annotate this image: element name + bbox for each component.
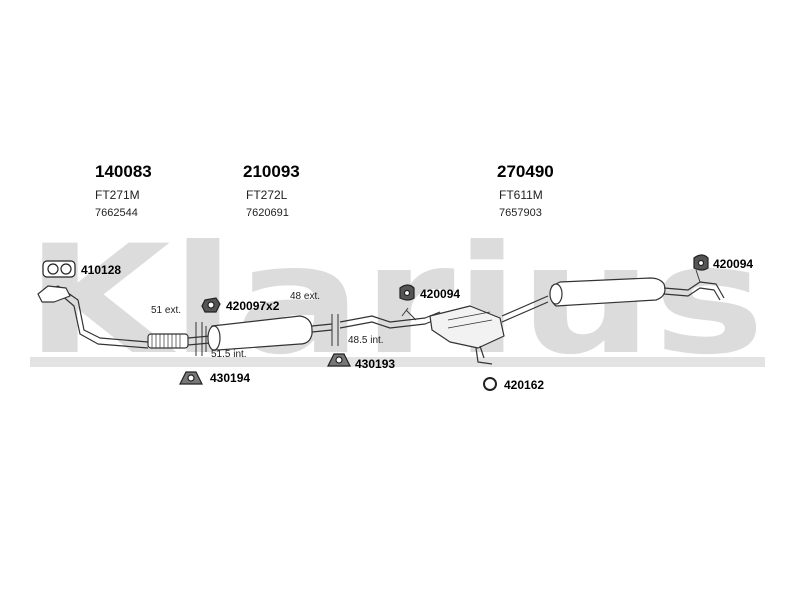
bracket-icon [327,353,351,367]
part-number: 420097x2 [226,299,280,313]
section-oem: 7662544 [95,207,138,219]
ring-icon [483,377,497,391]
rubber-mount-icon [399,284,415,301]
section-oem: 7620691 [246,207,289,219]
rubber-mount-icon [201,297,221,313]
bracket-icon [179,371,203,385]
part-number: 420094 [713,257,754,271]
section-code: 140083 [95,162,152,181]
dimension-label: 48 ext. [290,291,321,302]
middle-silencer [429,305,505,349]
clamp-icon [42,260,76,278]
dimension-label: 51.5 int. [211,349,247,360]
section-ref: FT611M [499,188,543,202]
part-number: 410128 [81,263,122,277]
section-ref: FT272L [246,188,288,202]
section-code: 210093 [243,162,300,181]
section-code: 270490 [497,162,554,181]
dimension-label: 48.5 int. [348,335,384,346]
part-number: 420162 [504,378,545,392]
dimension-label: 51 ext. [151,305,182,316]
section-oem: 7657903 [499,207,542,219]
section-ref: FT271M [95,188,140,202]
part-number: 420094 [420,287,461,301]
part-number: 430194 [210,371,251,385]
rubber-mount-icon [693,254,709,271]
part-number: 430193 [355,357,396,371]
tail-pipe [501,295,549,323]
